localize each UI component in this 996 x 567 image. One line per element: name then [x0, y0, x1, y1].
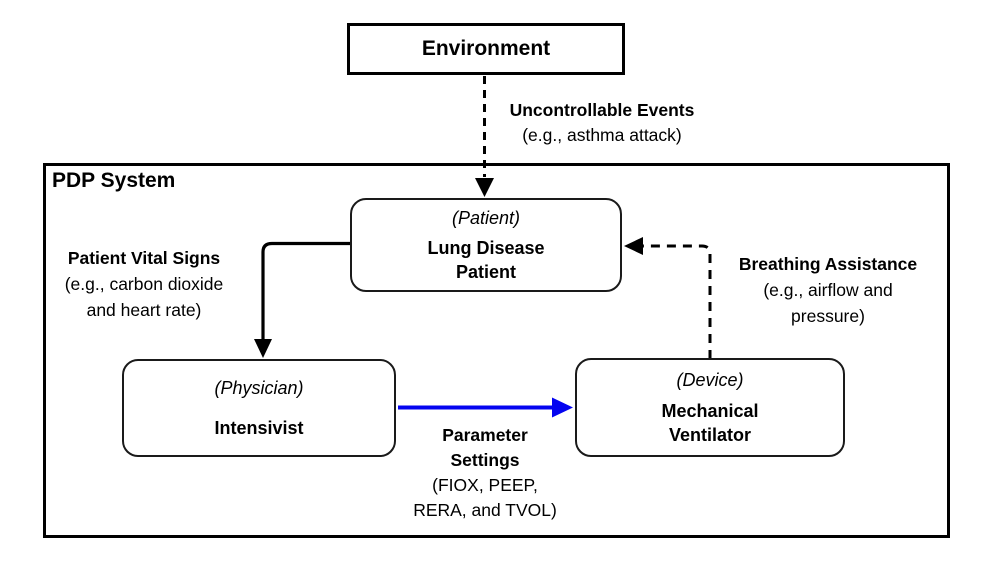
breathing-assistance-label: Breathing Assistance (e.g., airflow and … — [715, 251, 941, 329]
patient-role-label: (Patient) — [451, 208, 521, 228]
environment-node: Environment — [347, 23, 625, 75]
parameter-settings-label: Parameter Settings (FIOX, PEEP, RERA, an… — [375, 423, 595, 523]
uncontrollable-events-label: Uncontrollable Events (e.g., asthma atta… — [490, 98, 714, 148]
physician-role-label: (Physician) — [214, 378, 304, 399]
physician-name-label: Intensivist — [214, 417, 304, 438]
patient-node: (Patient) Lung Disease Patient — [350, 198, 622, 292]
device-node: (Device) Mechanical Ventilator — [575, 358, 845, 457]
flow-title: Breathing Assistance — [738, 254, 918, 274]
flow-detail: (FIOX, PEEP, RERA, and TVOL) — [413, 475, 557, 520]
patient-vital-signs-label: Patient Vital Signs (e.g., carbon dioxid… — [34, 245, 254, 323]
flow-detail: (e.g., asthma attack) — [522, 125, 682, 145]
flow-detail: (e.g., carbon dioxide and heart rate) — [64, 274, 224, 320]
physician-node: (Physician) Intensivist — [122, 359, 396, 457]
pdp-system-label: PDP System — [52, 169, 176, 192]
patient-name-label: Lung Disease Patient — [427, 238, 545, 282]
flow-title: Uncontrollable Events — [509, 100, 695, 120]
flow-title: Patient Vital Signs — [67, 248, 221, 268]
environment-label: Environment — [421, 37, 551, 60]
device-name-label: Mechanical Ventilator — [661, 401, 759, 446]
pdp-system-boundary — [43, 163, 950, 538]
flow-title: Parameter Settings — [442, 425, 528, 470]
device-role-label: (Device) — [676, 369, 744, 390]
flow-detail: (e.g., airflow and pressure) — [763, 280, 893, 326]
